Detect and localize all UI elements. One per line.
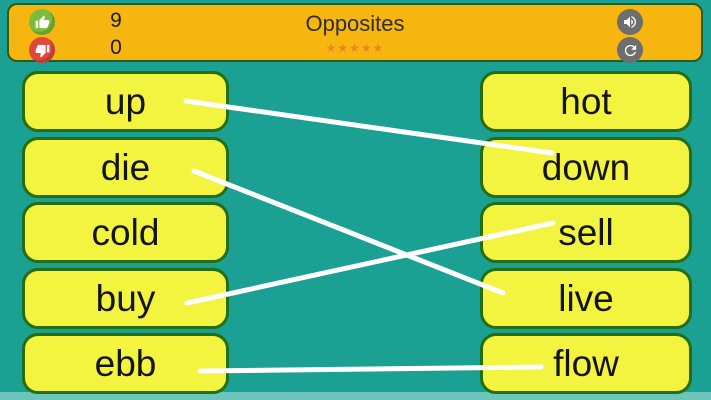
word-card-right-1[interactable]: hot bbox=[480, 71, 692, 132]
word-card-right-5[interactable]: flow bbox=[480, 333, 692, 394]
thumb-up-icon bbox=[29, 9, 55, 35]
word-card-left-2[interactable]: die bbox=[22, 137, 229, 198]
word-card-right-4[interactable]: live bbox=[480, 268, 692, 329]
word-card-right-2[interactable]: down bbox=[480, 137, 692, 198]
page-title: Opposites bbox=[305, 11, 405, 36]
correct-count: 9 bbox=[110, 9, 122, 32]
refresh-icon[interactable] bbox=[617, 37, 643, 63]
speaker-icon[interactable] bbox=[617, 9, 643, 35]
thumb-down-icon bbox=[29, 37, 55, 63]
header-bar: 9 0 Opposites ★★★★★ bbox=[7, 3, 703, 63]
incorrect-count: 0 bbox=[110, 36, 122, 59]
word-card-left-1[interactable]: up bbox=[22, 71, 229, 132]
bottom-strip bbox=[0, 392, 711, 400]
word-card-left-4[interactable]: buy bbox=[22, 268, 229, 329]
word-card-right-3[interactable]: sell bbox=[480, 202, 692, 263]
star-rating: ★★★★★ bbox=[325, 41, 385, 55]
connection-line-die-live bbox=[191, 168, 506, 296]
word-card-left-3[interactable]: cold bbox=[22, 202, 229, 263]
word-card-left-5[interactable]: ebb bbox=[22, 333, 229, 394]
